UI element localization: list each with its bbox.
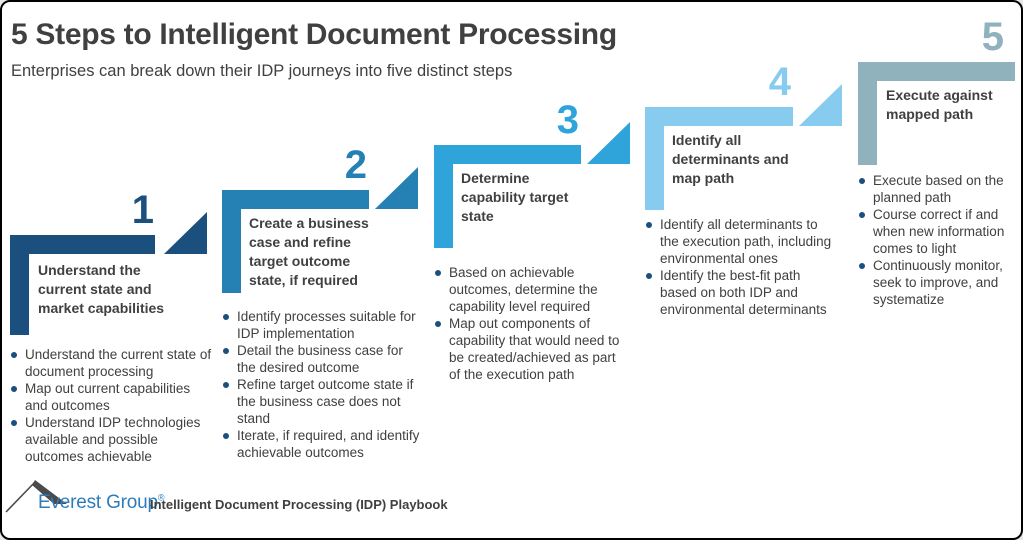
step-triangle-icon — [799, 84, 842, 126]
step-number: 1 — [131, 188, 154, 232]
step-title: Understand the current state and market … — [38, 262, 165, 316]
bullet-item: Understand the current state of document… — [10, 346, 215, 380]
bullet-item: Detail the business case for the desired… — [222, 342, 424, 376]
bullet-item: Map out current capabilities and outcome… — [10, 380, 215, 414]
step-number: 4 — [768, 60, 791, 104]
step-triangle-icon — [375, 167, 418, 209]
step-bullet-list: Understand the current state of document… — [10, 346, 215, 465]
brand-name: Everest Group® — [38, 492, 165, 514]
bullet-item: Refine target outcome state if the busin… — [222, 376, 424, 427]
registered-mark: ® — [157, 492, 165, 503]
footer-caption: Intelligent Document Processing (IDP) Pl… — [150, 497, 448, 512]
page-subtitle: Enterprises can break down their IDP jou… — [11, 62, 513, 80]
step-triangle-icon — [587, 122, 630, 164]
step-bullet-list: Execute based on the planned path Course… — [858, 172, 1018, 308]
step-bracket-shape — [858, 62, 1015, 165]
step-bullet-list: Identify all determinants to the executi… — [645, 216, 837, 318]
step-title: Create a business case and refine target… — [249, 215, 369, 288]
step-number: 2 — [344, 143, 367, 187]
step-bracket-shape — [434, 145, 581, 248]
step-title: Execute against mapped path — [886, 87, 993, 122]
bullet-item: Map out components of capability that wo… — [434, 315, 626, 383]
step-bracket-shape — [645, 107, 793, 210]
step-title: Identify all determinants and map path — [672, 132, 789, 186]
step-bullet-list: Identify processes suitable for IDP impl… — [222, 308, 424, 461]
page-title: 5 Steps to Intelligent Document Processi… — [11, 18, 617, 51]
step-number: 5 — [981, 15, 1004, 59]
step-triangle-icon — [164, 212, 207, 254]
step-title: Determine capability target state — [461, 170, 569, 224]
bullet-item: Identify the best-fit path based on both… — [645, 267, 837, 318]
bullet-item: Understand IDP technologies available an… — [10, 414, 215, 465]
bullet-item: Iterate, if required, and identify achie… — [222, 427, 424, 461]
bullet-item: Identify all determinants to the executi… — [645, 216, 837, 267]
bullet-item: Identify processes suitable for IDP impl… — [222, 308, 424, 342]
bullet-item: Execute based on the planned path — [858, 172, 1018, 206]
bullet-item: Based on achievable outcomes, determine … — [434, 264, 626, 315]
mountain-logo-icon — [5, 480, 67, 513]
step-number: 3 — [556, 98, 579, 142]
brand-name-text: Everest Group — [38, 492, 158, 513]
step-bracket-shape — [222, 190, 369, 293]
step-bracket-shape — [10, 235, 155, 335]
step-bullet-list: Based on achievable outcomes, determine … — [434, 264, 626, 383]
bullet-item: Course correct if and when new informati… — [858, 206, 1018, 257]
bullet-item: Continuously monitor, seek to improve, a… — [858, 257, 1018, 308]
